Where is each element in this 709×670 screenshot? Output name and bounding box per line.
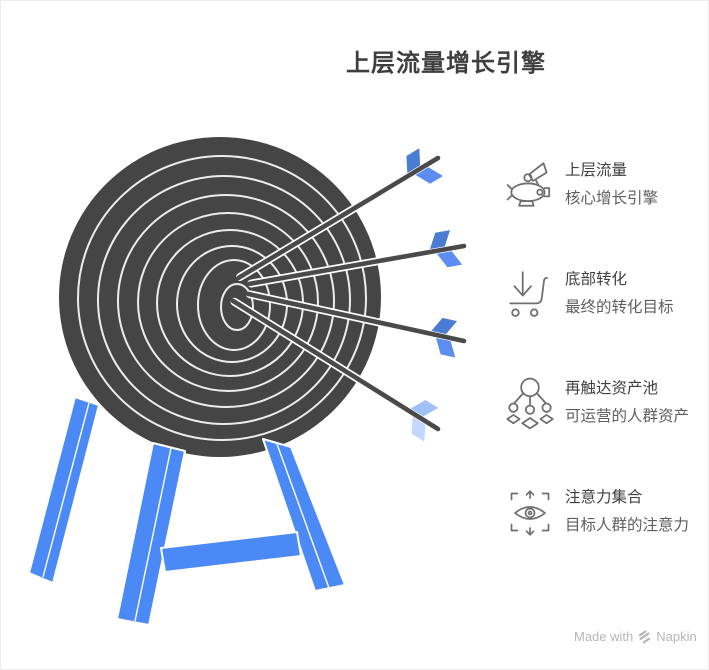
arrow-3 xyxy=(245,290,467,358)
easel-front-right-leg xyxy=(262,438,346,592)
legend-title: 上层流量 xyxy=(565,162,628,179)
legend-subtitle: 目标人群的注意力 xyxy=(565,517,690,534)
target-illustration xyxy=(28,137,467,626)
audience-network-icon xyxy=(504,373,556,433)
attention-eye-icon xyxy=(504,482,556,542)
legend-subtitle: 最终的转化目标 xyxy=(565,299,674,316)
easel-front-left-leg xyxy=(116,442,186,626)
arrow-4-shaft xyxy=(230,298,441,432)
arrow-2 xyxy=(247,230,467,288)
page-title: 上层流量增长引擎 xyxy=(346,50,546,77)
arrow-3-shaft xyxy=(245,291,467,344)
arrow-3-fletching xyxy=(431,317,458,335)
promo-blimp-megaphone-icon xyxy=(504,155,556,215)
legend-item-bottom-conversion: 底部转化 最终的转化目标 xyxy=(504,256,708,332)
made-with-label: Made with xyxy=(574,629,634,644)
target-board xyxy=(59,137,381,457)
napkin-brand-label: Napkin xyxy=(656,629,697,644)
arrow-4-fletching xyxy=(410,399,439,417)
legend-subtitle: 核心增长引擎 xyxy=(565,190,659,207)
easel-stand xyxy=(28,396,346,626)
arrow-1 xyxy=(235,148,443,281)
legend-item-retargeting-pool: 再触达资产池 可运营的人群资产 xyxy=(504,365,708,441)
arrow-1-shaft xyxy=(235,155,441,281)
arrow-4 xyxy=(230,297,441,442)
arrow-2-shaft xyxy=(247,243,467,287)
cart-download-icon xyxy=(504,264,556,324)
legend-title: 底部转化 xyxy=(565,271,628,288)
legend-subtitle: 可运营的人群资产 xyxy=(565,408,690,425)
legend-item-attention-pool: 注意力集合 目标人群的注意力 xyxy=(504,474,708,550)
easel-crossbar xyxy=(160,531,302,573)
legend-item-top-traffic: 上层流量 核心增长引擎 xyxy=(504,147,708,223)
legend-title: 注意力集合 xyxy=(565,489,643,506)
easel-left-leg xyxy=(28,396,100,584)
napkin-badge[interactable]: Made with Napkin xyxy=(574,629,697,644)
legend-title: 再触达资产池 xyxy=(565,380,659,397)
arrow-2-fletching xyxy=(429,230,451,249)
arrow-1-fletching xyxy=(406,148,421,173)
napkin-logo-icon xyxy=(639,630,651,643)
